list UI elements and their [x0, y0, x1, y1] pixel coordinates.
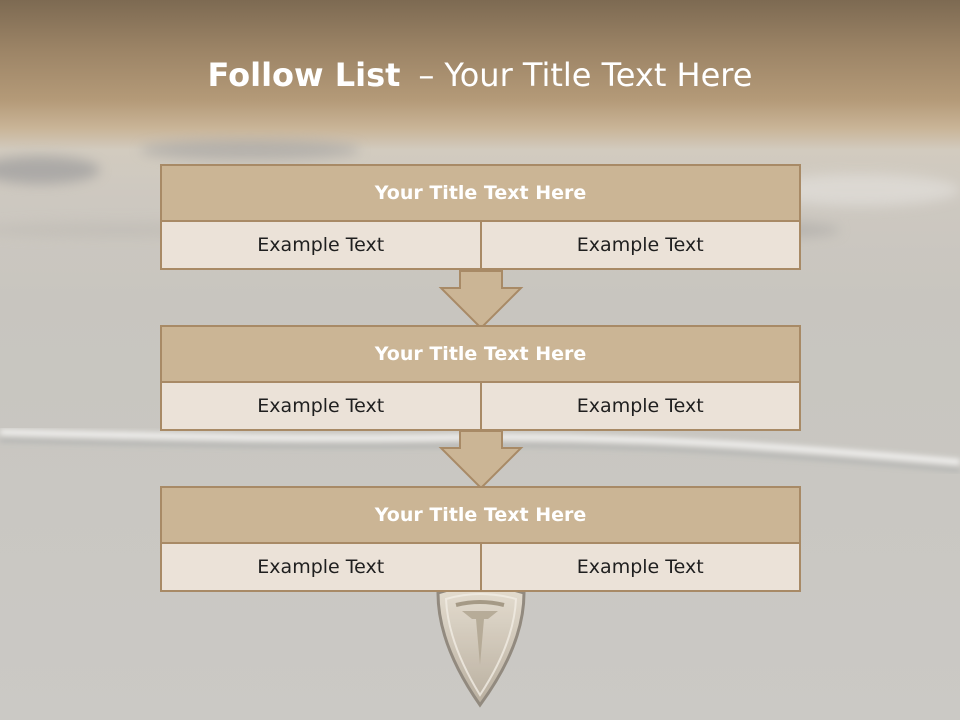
- block-cell-right: Example Text: [479, 544, 799, 590]
- list-block-2: Your Title Text Here Example Text Exampl…: [160, 325, 801, 431]
- block-row: Example Text Example Text: [162, 383, 799, 429]
- title-dash: –: [418, 56, 435, 94]
- emblem-icon: [436, 584, 526, 708]
- down-arrow-icon: [438, 430, 524, 490]
- list-block-3: Your Title Text Here Example Text Exampl…: [160, 486, 801, 592]
- down-arrow-icon: [438, 270, 524, 330]
- block-cell-right: Example Text: [479, 222, 799, 268]
- block-cell-left: Example Text: [162, 222, 480, 268]
- block-title: Your Title Text Here: [162, 166, 799, 222]
- block-title: Your Title Text Here: [162, 488, 799, 544]
- slide-title: Follow List–Your Title Text Here: [0, 50, 960, 100]
- title-rest-text: Your Title Text Here: [444, 56, 753, 94]
- block-row: Example Text Example Text: [162, 544, 799, 590]
- block-cell-right: Example Text: [479, 383, 799, 429]
- block-row: Example Text Example Text: [162, 222, 799, 268]
- list-block-1: Your Title Text Here Example Text Exampl…: [160, 164, 801, 270]
- title-bold-text: Follow List: [207, 56, 401, 94]
- block-cell-left: Example Text: [162, 544, 480, 590]
- block-title: Your Title Text Here: [162, 327, 799, 383]
- block-cell-left: Example Text: [162, 383, 480, 429]
